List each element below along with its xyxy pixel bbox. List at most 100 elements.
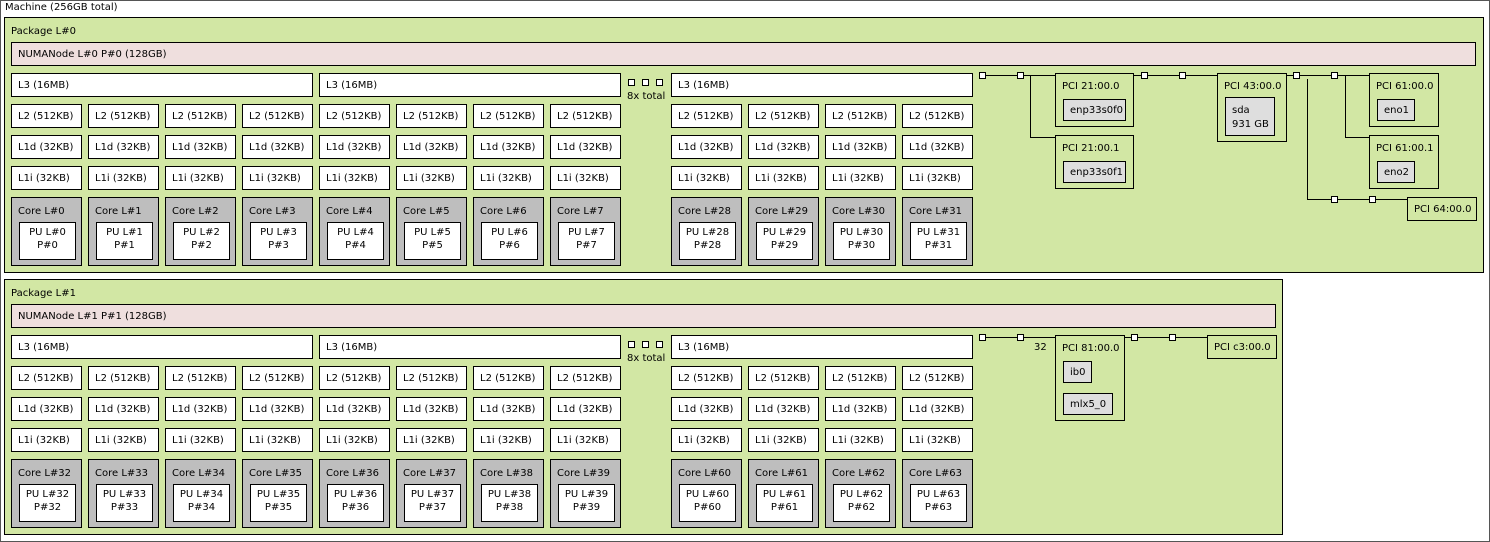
core-label: Core L#63 <box>909 468 962 479</box>
l2-cache-label: L2 (512KB) <box>249 111 305 122</box>
core-label: Core L#3 <box>249 206 296 217</box>
pu-physical-index: P#7 <box>576 240 597 251</box>
l2-cache-label: L2 (512KB) <box>678 111 734 122</box>
l1d-cache-label: L1d (32KB) <box>249 404 305 415</box>
l1d-cache: L1d (32KB) <box>825 135 896 159</box>
l1d-cache: L1d (32KB) <box>88 135 159 159</box>
l1d-cache: L1d (32KB) <box>473 135 544 159</box>
pu-physical-index: P#35 <box>264 502 293 513</box>
l1i-cache: L1i (32KB) <box>396 428 467 452</box>
l2-cache: L2 (512KB) <box>473 366 544 390</box>
pu-physical-index: P#37 <box>418 502 447 513</box>
l2-cache: L2 (512KB) <box>242 104 313 128</box>
device-label: ib0 <box>1070 367 1086 378</box>
pu-label: PU L#35 <box>256 489 301 500</box>
network-device: enp33s0f0 <box>1063 99 1126 121</box>
core-label: Core L#6 <box>480 206 527 217</box>
pu-label: PU L#1 <box>106 227 143 238</box>
l1i-cache: L1i (32KB) <box>88 166 159 190</box>
core-label: Core L#5 <box>403 206 450 217</box>
l1i-cache-label: L1i (32KB) <box>18 435 70 446</box>
device-label: enp33s0f1 <box>1070 167 1124 178</box>
l1d-cache-label: L1d (32KB) <box>172 142 228 153</box>
l1d-cache-label: L1d (32KB) <box>755 404 811 415</box>
core-label: Core L#7 <box>557 206 604 217</box>
pci-label: PCI 21:00.1 <box>1062 143 1120 154</box>
device-size: 931 GB <box>1232 119 1269 130</box>
pu-label: PU L#39 <box>564 489 609 500</box>
l1d-cache: L1d (32KB) <box>902 135 973 159</box>
pu-label: PU L#29 <box>762 227 807 238</box>
l1i-cache-label: L1i (32KB) <box>403 435 455 446</box>
pu-label: PU L#2 <box>183 227 220 238</box>
pci-label: PCI 61:00.1 <box>1376 143 1434 154</box>
l2-cache-label: L2 (512KB) <box>95 373 151 384</box>
l2-cache: L2 (512KB) <box>748 366 819 390</box>
pci-bridge <box>1169 334 1176 341</box>
numa-label: NUMANode L#0 P#0 (128GB) <box>18 49 167 60</box>
numa-node-0: NUMANode L#0 P#0 (128GB) <box>11 42 1476 66</box>
l3-cache: L3 (16MB) <box>319 335 621 359</box>
l1i-cache: L1i (32KB) <box>165 428 236 452</box>
l1i-cache-label: L1i (32KB) <box>249 173 301 184</box>
pci-label: PCI 43:00.0 <box>1224 81 1282 92</box>
l1i-cache: L1i (32KB) <box>748 166 819 190</box>
l1i-cache: L1i (32KB) <box>88 428 159 452</box>
l3-cache: L3 (16MB) <box>671 73 973 97</box>
l1d-cache: L1d (32KB) <box>396 397 467 421</box>
core-label: Core L#33 <box>95 468 148 479</box>
l1d-cache-label: L1d (32KB) <box>95 404 151 415</box>
l1i-cache-label: L1i (32KB) <box>557 435 609 446</box>
l1i-cache: L1i (32KB) <box>825 166 896 190</box>
core-label: Core L#32 <box>18 468 71 479</box>
pci-label: PCI 81:00.0 <box>1062 343 1120 354</box>
l2-cache-label: L2 (512KB) <box>480 373 536 384</box>
device-label: eno1 <box>1384 105 1409 116</box>
l1d-cache-label: L1d (32KB) <box>480 142 536 153</box>
l2-cache: L2 (512KB) <box>242 366 313 390</box>
l2-cache-label: L2 (512KB) <box>909 111 965 122</box>
pci-bridge <box>1131 334 1138 341</box>
l3-collapsed-count: 8x total <box>627 353 666 364</box>
pu-physical-index: P#2 <box>191 240 212 251</box>
l3-label: L3 (16MB) <box>18 80 70 91</box>
l1d-cache: L1d (32KB) <box>671 135 742 159</box>
pu-physical-index: P#3 <box>268 240 289 251</box>
l1i-cache: L1i (32KB) <box>671 428 742 452</box>
pu-physical-index: P#31 <box>924 240 953 251</box>
core-label: Core L#39 <box>557 468 610 479</box>
l1d-cache-label: L1d (32KB) <box>249 142 305 153</box>
pu-physical-index: P#4 <box>345 240 366 251</box>
l1i-cache: L1i (32KB) <box>473 428 544 452</box>
l1d-cache: L1d (32KB) <box>396 135 467 159</box>
package-label: Package L#0 <box>11 26 76 37</box>
l1d-cache: L1d (32KB) <box>165 397 236 421</box>
l2-cache: L2 (512KB) <box>11 104 82 128</box>
l1d-cache: L1d (32KB) <box>319 397 390 421</box>
l2-cache-label: L2 (512KB) <box>480 111 536 122</box>
pu-physical-index: P#30 <box>847 240 876 251</box>
l1i-cache: L1i (32KB) <box>11 428 82 452</box>
l1d-cache: L1d (32KB) <box>88 397 159 421</box>
pu-physical-index: P#33 <box>110 502 139 513</box>
pci-64-00-0: PCI 64:00.0 <box>1407 197 1477 221</box>
